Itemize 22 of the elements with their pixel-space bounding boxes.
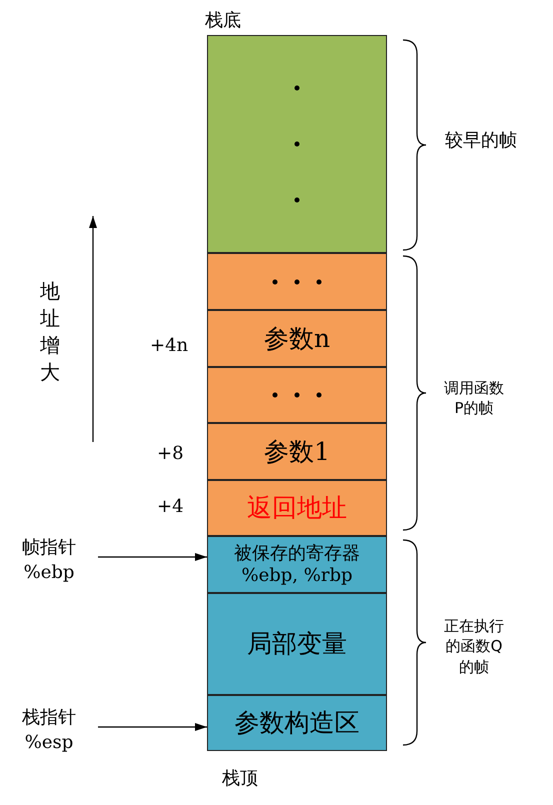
stack-slot: 返回地址 (207, 480, 387, 536)
stack-frame-block (207, 35, 387, 253)
arrow (98, 553, 207, 561)
stack-slot (207, 367, 387, 423)
stack-bottom-label: 栈底 (205, 9, 241, 32)
stack-top-label: 栈顶 (222, 767, 258, 790)
frame-label: 较早的帧 (445, 129, 517, 152)
pointer-label: 帧指针 %ebp (8, 535, 90, 591)
offset-label: +8 (157, 443, 184, 464)
offset-label: +4n (150, 335, 188, 356)
stack-slot: 参数n (207, 310, 387, 367)
stack-slot: 参数1 (207, 423, 387, 480)
frame-label: 调用函数P的帧 (443, 378, 505, 418)
pointer-label: 栈指针 %esp (8, 705, 90, 761)
stack-slot: 被保存的寄存器 %ebp, %rbp (207, 536, 387, 593)
frame-label: 正在执行的函数Q的帧 (443, 616, 505, 677)
stack-slot: 局部变量 (207, 593, 387, 695)
direction-label: 地址增大 (40, 278, 61, 386)
offset-label: +4 (157, 496, 184, 517)
arrow (98, 723, 207, 731)
stack-slot (207, 253, 387, 310)
stack-slot: 参数构造区 (207, 695, 387, 751)
